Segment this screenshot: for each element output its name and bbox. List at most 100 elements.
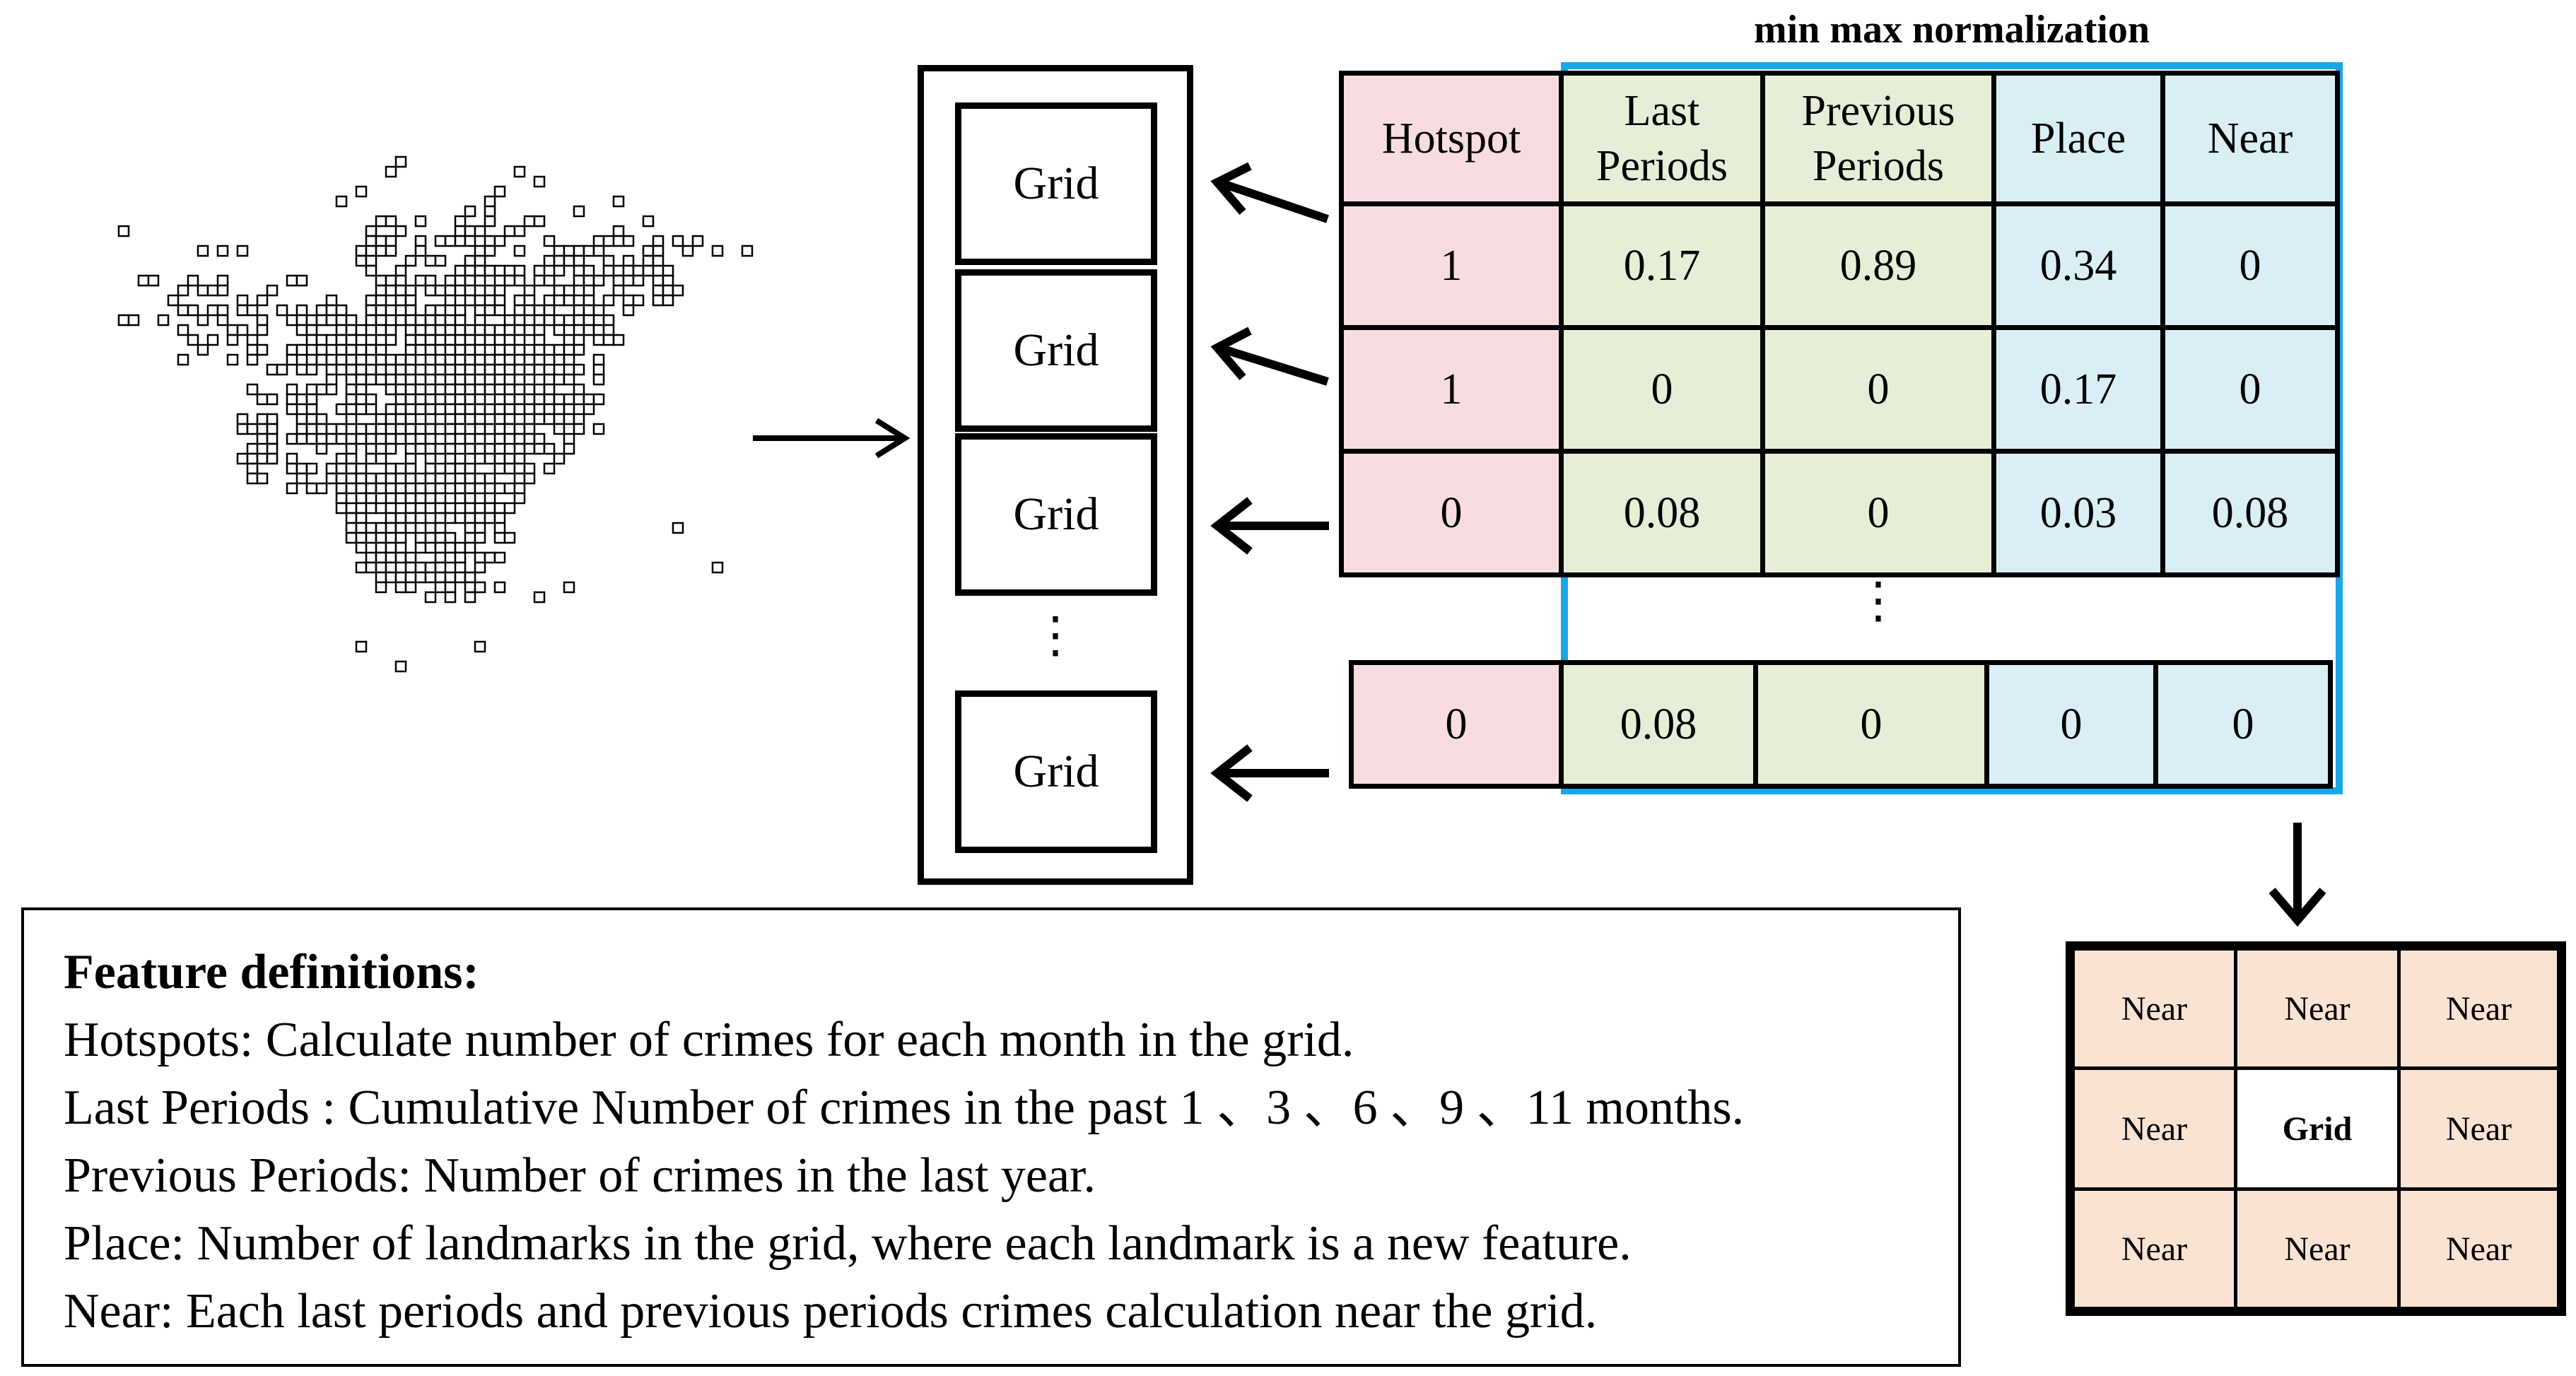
map-grid-cell <box>434 502 447 514</box>
map-grid-cell <box>286 383 298 396</box>
map-grid-cell <box>365 304 377 317</box>
map-grid-cell <box>543 403 556 416</box>
map-grid-cell <box>385 551 397 564</box>
map-grid-cell <box>414 324 427 336</box>
map-grid-cell <box>563 403 575 416</box>
map-grid-cell <box>503 502 516 514</box>
grid-cell: Grid <box>955 102 1157 265</box>
map-grid-cell <box>503 482 516 495</box>
map-grid-cell <box>543 274 556 287</box>
map-grid-cell <box>503 423 516 435</box>
map-grid-cell <box>454 571 467 584</box>
header-last-periods: Last Periods <box>1559 71 1765 206</box>
map-grid-cell <box>484 205 496 218</box>
map-grid-cell <box>533 334 546 346</box>
map-grid-cell <box>543 383 556 396</box>
map-grid-cell <box>464 482 476 495</box>
map-grid-cell <box>394 363 407 376</box>
map-grid-cell <box>573 413 585 425</box>
map-grid-cell <box>632 294 645 307</box>
map-grid-cell <box>523 472 536 485</box>
map-grid-cell <box>385 165 397 178</box>
map-grid-cell <box>256 413 269 425</box>
map-grid-cell <box>404 353 417 366</box>
map-grid-cell <box>404 294 417 307</box>
map-grid-cell <box>612 195 625 208</box>
map-grid-cell <box>454 353 467 366</box>
map-grid-cell <box>305 314 318 327</box>
map-grid-cell <box>484 403 496 416</box>
map-grid-cell <box>315 442 328 455</box>
map-grid-cell <box>424 541 437 554</box>
map-grid-cell <box>513 353 526 366</box>
map-grid-cell <box>464 541 476 554</box>
map-grid-cell <box>325 383 338 396</box>
map-grid-cell <box>533 274 546 287</box>
map-grid-cell <box>256 423 269 435</box>
map-grid-cell <box>434 531 447 544</box>
map-grid-cell <box>414 215 427 228</box>
near-cell: Near <box>2071 1066 2237 1191</box>
map-grid-cell <box>464 413 476 425</box>
map-grid-cell <box>345 383 358 396</box>
map-grid-cell <box>464 235 476 247</box>
map-grid-cell <box>404 551 417 564</box>
map-grid-cell <box>236 304 249 317</box>
map-grid-cell <box>335 343 348 356</box>
map-grid-cell <box>444 274 457 287</box>
map-grid-cell <box>365 225 377 237</box>
map-grid-cell <box>622 304 635 317</box>
map-grid-cell <box>493 452 506 465</box>
map-grid-cell <box>474 304 486 317</box>
map-grid-cell <box>295 413 308 425</box>
map-grid-cell <box>484 502 496 514</box>
map-grid-cell <box>563 353 575 366</box>
map-grid-cell <box>385 383 397 396</box>
map-grid-cell <box>424 423 437 435</box>
map-grid-cell <box>434 442 447 455</box>
map-grid-cell <box>335 403 348 416</box>
map-grid-cell <box>424 452 437 465</box>
map-grid-cell <box>315 353 328 366</box>
map-grid-cell <box>325 304 338 317</box>
map-grid-cell <box>513 363 526 376</box>
map-grid-cell <box>533 413 546 425</box>
map-grid-cell <box>444 482 457 495</box>
map-grid-cell <box>355 254 368 267</box>
map-grid-cell <box>513 452 526 465</box>
map-grid-cell <box>493 363 506 376</box>
map-grid-cell <box>573 314 585 327</box>
map-grid-cell <box>325 353 338 366</box>
map-grid-cell <box>335 502 348 514</box>
map-grid-cell <box>513 245 526 257</box>
map-grid-cell <box>632 264 645 277</box>
map-grid-cell <box>523 442 536 455</box>
map-grid-cell <box>335 462 348 475</box>
map-grid-cell <box>325 462 338 475</box>
map-grid-cell <box>533 433 546 445</box>
map-grid-cell <box>523 433 536 445</box>
map-grid-cell <box>305 482 318 495</box>
map-grid-cell <box>385 235 397 247</box>
map-grid-cell <box>493 393 506 406</box>
map-grid-cell <box>523 215 536 228</box>
table-cell: 0.17 <box>1991 325 2165 454</box>
map-grid-cell <box>355 512 368 524</box>
map-grid-cell <box>484 245 496 257</box>
map-grid-cell <box>394 660 407 673</box>
map-grid-cell <box>394 264 407 277</box>
map-grid-cell <box>424 571 437 584</box>
map-grid-cell <box>394 492 407 505</box>
map-grid-cell <box>493 353 506 366</box>
map-grid-cell <box>414 512 427 524</box>
map-grid-cell <box>286 452 298 465</box>
map-grid-cell <box>335 304 348 317</box>
near-cell: Near <box>2397 1187 2560 1310</box>
map-grid-cell <box>414 571 427 584</box>
map-grid-cell <box>573 264 585 277</box>
map-grid-cell <box>444 324 457 336</box>
map-grid-cell <box>424 502 437 514</box>
map-grid-cell <box>691 235 704 247</box>
map-grid-cell <box>474 452 486 465</box>
map-grid-cell <box>454 284 467 297</box>
